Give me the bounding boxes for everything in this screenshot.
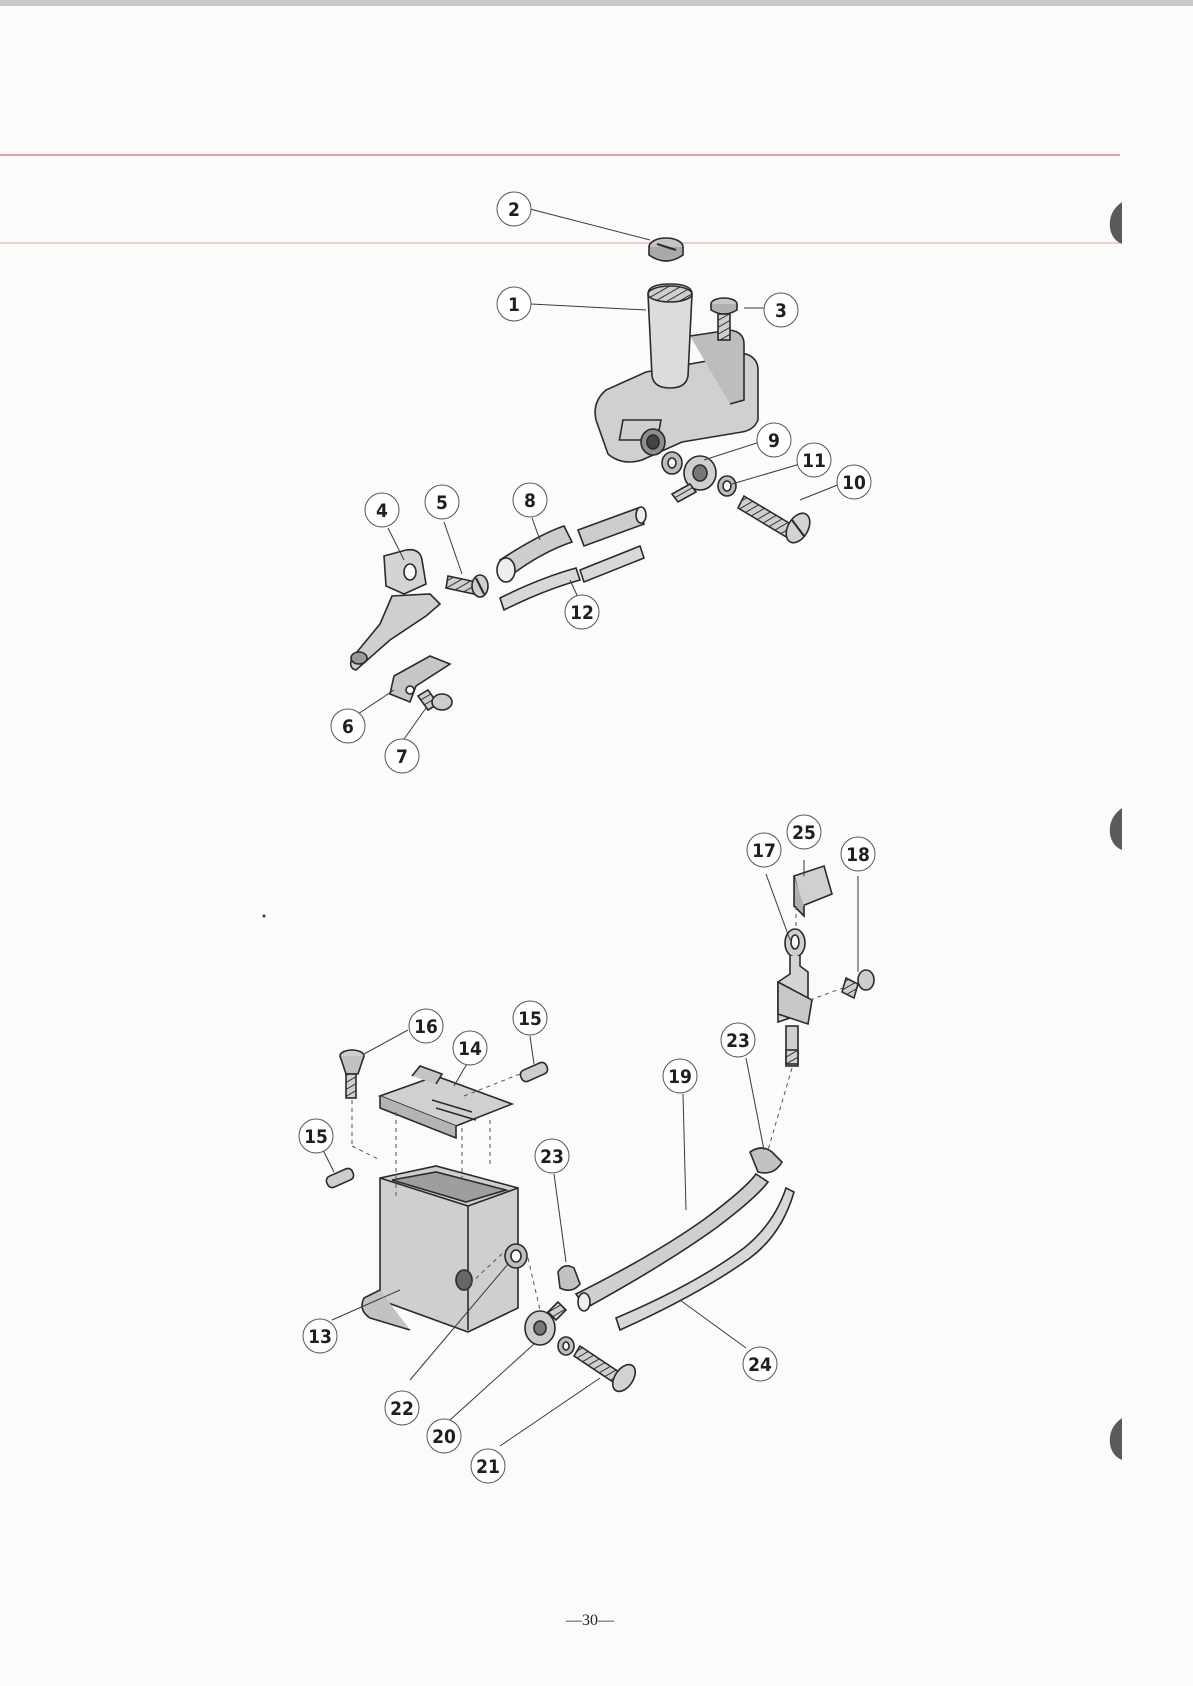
callout-10: 10 [837, 465, 871, 499]
callout-5: 5 [425, 485, 459, 519]
callout-12: 12 [565, 595, 599, 629]
callout-15-left: 15 [299, 1119, 333, 1153]
part-21-hollow-screw [574, 1346, 640, 1395]
part-16-screw [340, 1050, 364, 1098]
callout-7: 7 [385, 739, 419, 773]
svg-text:21: 21 [476, 1456, 500, 1478]
part-2-cap-screw [649, 238, 683, 261]
svg-text:24: 24 [748, 1354, 772, 1376]
callout-23-upper: 23 [721, 1023, 755, 1057]
svg-text:20: 20 [432, 1426, 456, 1448]
svg-text:15: 15 [518, 1008, 542, 1030]
part-17-nozzle-bracket [778, 929, 812, 1066]
callout-9: 9 [757, 423, 791, 457]
callout-1: 1 [497, 287, 531, 321]
svg-text:25: 25 [792, 822, 816, 844]
upper-assembly-drawing [351, 238, 815, 710]
part-7-screw [418, 690, 452, 710]
svg-text:4: 4 [376, 500, 388, 522]
svg-text:7: 7 [396, 746, 408, 768]
callout-3: 3 [764, 293, 798, 327]
callout-14: 14 [453, 1031, 487, 1065]
callout-20: 20 [427, 1419, 461, 1453]
callout-11: 11 [797, 443, 831, 477]
svg-text:14: 14 [458, 1038, 482, 1060]
callout-21: 21 [471, 1449, 505, 1483]
callout-25: 25 [787, 815, 821, 849]
callout-19: 19 [663, 1059, 697, 1093]
svg-text:8: 8 [524, 490, 536, 512]
svg-text:15: 15 [304, 1126, 328, 1148]
part-18-screw [842, 970, 874, 998]
callout-13: 13 [303, 1319, 337, 1353]
svg-text:19: 19 [668, 1066, 692, 1088]
svg-text:18: 18 [846, 844, 870, 866]
callout-23-lower: 23 [535, 1139, 569, 1173]
part-10-hollow-screw [738, 496, 815, 547]
callout-4: 4 [365, 493, 399, 527]
part-15-pin-right [519, 1061, 549, 1083]
part-23-clamp-upper [750, 1148, 782, 1173]
svg-text:23: 23 [540, 1146, 564, 1168]
svg-text:1: 1 [508, 294, 520, 316]
svg-text:22: 22 [390, 1398, 414, 1420]
callout-18: 18 [841, 837, 875, 871]
svg-text:3: 3 [775, 300, 787, 322]
svg-text:9: 9 [768, 430, 780, 452]
svg-text:6: 6 [342, 716, 354, 738]
svg-text:13: 13 [308, 1326, 332, 1348]
page-number: —30— [535, 1612, 645, 1630]
callout-24: 24 [743, 1347, 777, 1381]
part-13-oil-tank [362, 1166, 518, 1332]
part-20-banjo-fitting [525, 1302, 574, 1355]
part-9-banjo-fitting [662, 452, 736, 502]
part-5-screw [446, 575, 488, 597]
callout-17: 17 [747, 833, 781, 867]
callout-6: 6 [331, 709, 365, 743]
callout-22: 22 [385, 1391, 419, 1425]
stray-dot [263, 915, 266, 918]
part-19-oil-tube [576, 1174, 768, 1308]
svg-text:16: 16 [414, 1016, 438, 1038]
part-14-cover [380, 1066, 512, 1138]
svg-text:2: 2 [508, 199, 520, 221]
binder-tab-marks [1110, 202, 1122, 1460]
svg-text:17: 17 [752, 840, 776, 862]
part-15-pin-left [325, 1167, 355, 1189]
part-4-lever [351, 550, 440, 670]
svg-text:10: 10 [842, 472, 866, 494]
callout-15-right: 15 [513, 1001, 547, 1035]
lower-assembly-drawing [325, 866, 874, 1395]
svg-text:23: 23 [726, 1030, 750, 1052]
callout-2: 2 [497, 192, 531, 226]
top-scan-edge [0, 0, 1193, 6]
callout-8: 8 [513, 483, 547, 517]
svg-text:12: 12 [570, 602, 594, 624]
part-25-cap [794, 866, 832, 916]
callout-16: 16 [409, 1009, 443, 1043]
svg-text:11: 11 [802, 450, 826, 472]
part-23-clamp-lower [558, 1266, 580, 1291]
svg-text:5: 5 [436, 492, 448, 514]
